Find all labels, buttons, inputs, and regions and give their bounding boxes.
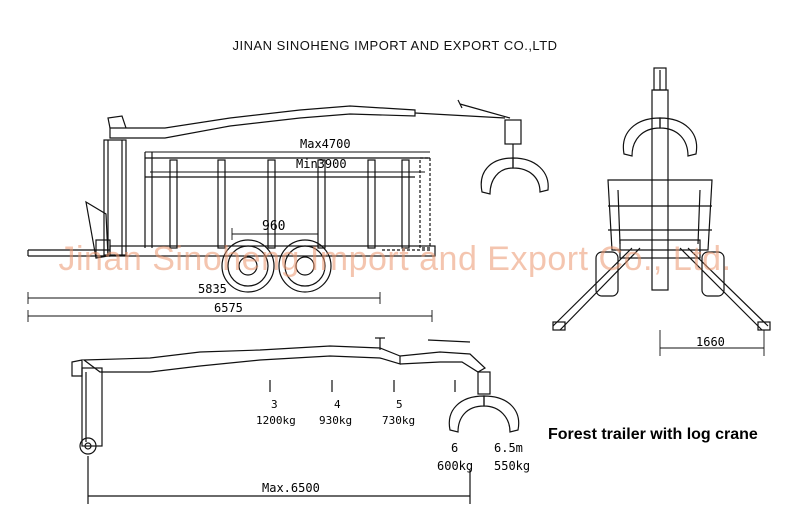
- dim-frame-length: 5835: [198, 282, 227, 296]
- side-view-trailer: [27, 99, 549, 293]
- reach-point-3-load: 1200kg: [256, 414, 296, 427]
- max-reach-label: Max.6500: [262, 481, 320, 495]
- dim-axle-spacing: 960: [262, 219, 285, 234]
- reach-point-6-num: 6: [451, 441, 458, 455]
- dim-max-reach: Max4700: [300, 137, 351, 151]
- reach-point-3-num: 3: [271, 398, 278, 411]
- rear-view-dimension: [659, 330, 765, 356]
- company-title: JINAN SINOHENG IMPORT AND EXPORT CO.,LTD: [232, 38, 558, 53]
- dim-min-reach: Min3900: [296, 157, 347, 171]
- reach-point-4-load: 930kg: [319, 414, 352, 427]
- reach-point-4-num: 4: [334, 398, 341, 411]
- dim-rear-width: 1660: [696, 335, 725, 349]
- reach-point-6-load: 600kg: [437, 459, 473, 473]
- reach-point-5-num: 5: [396, 398, 403, 411]
- figure-caption: Forest trailer with log crane: [548, 426, 758, 443]
- rear-view-trailer: [552, 67, 771, 331]
- reach-load: 550kg: [494, 459, 530, 473]
- reach-label: 6.5m: [494, 441, 523, 455]
- reach-point-5-load: 730kg: [382, 414, 415, 427]
- crane-reach-diagram: [71, 337, 520, 504]
- dim-total-length: 6575: [214, 301, 243, 315]
- side-view-dimensions: [27, 151, 433, 322]
